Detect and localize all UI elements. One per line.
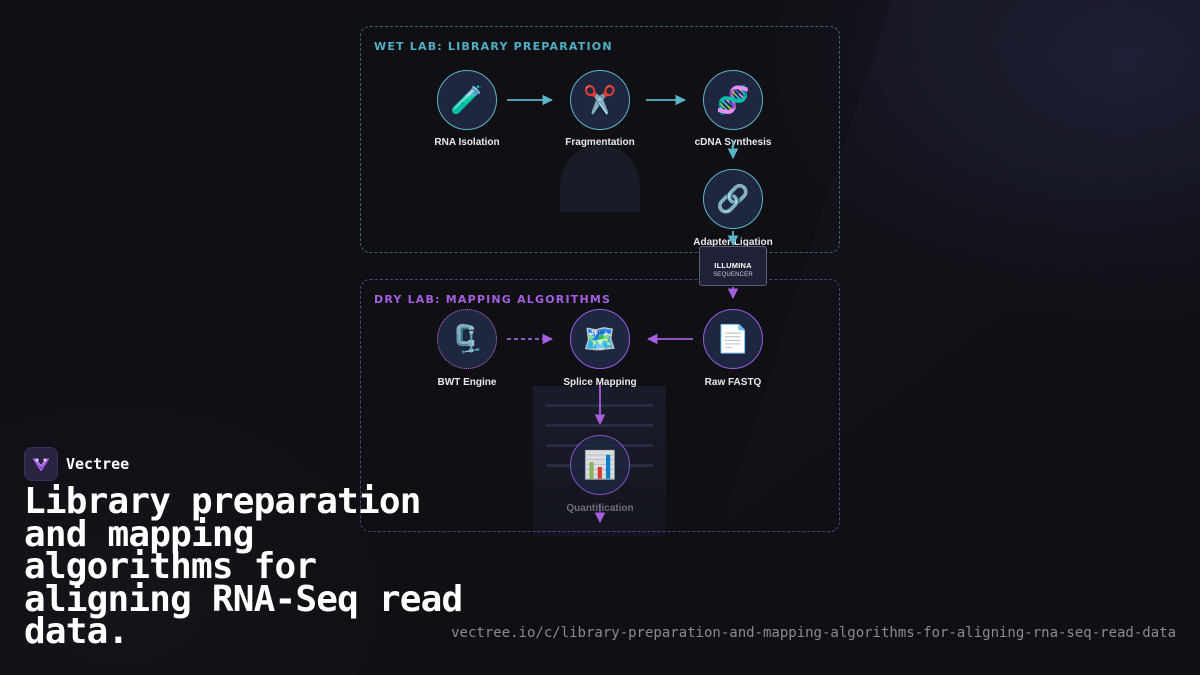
dry-lab-section: DRY LAB: MAPPING ALGORITHMS	[360, 279, 840, 532]
adapter-ligation-node: 🔗	[703, 169, 763, 229]
vectree-logo-icon	[24, 447, 58, 481]
rna-isolation-label: RNA Isolation	[434, 137, 500, 148]
brand: Vectree	[24, 447, 129, 481]
bwt-engine-label: BWT Engine	[437, 377, 497, 388]
dry-lab-title: DRY LAB: MAPPING ALGORITHMS	[374, 293, 612, 306]
background-silhouette	[560, 145, 640, 212]
page-url[interactable]: vectree.io/c/library-preparation-and-map…	[451, 625, 1176, 641]
cdna-synthesis-node: 🧬	[703, 70, 763, 130]
wet-lab-section: WET LAB: LIBRARY PREPARATION	[360, 26, 840, 253]
fragmentation-label: Fragmentation	[565, 137, 635, 148]
illumina-sequencer: ILLUMINA SEQUENCER	[699, 246, 767, 286]
dna-icon: 🧬	[716, 84, 750, 116]
brand-name: Vectree	[66, 455, 130, 473]
page-title: Library preparation and mapping algorith…	[24, 481, 463, 652]
map-icon: 🗺️	[583, 323, 617, 355]
bwt-engine-node: 🗜️	[437, 309, 497, 369]
splice-mapping-node: 🗺️	[570, 309, 630, 369]
test-tube-icon: 🧪	[450, 84, 484, 116]
sequencer-title: ILLUMINA	[714, 261, 752, 270]
wet-lab-title: WET LAB: LIBRARY PREPARATION	[374, 40, 613, 53]
rack-slot	[546, 424, 653, 427]
bar-chart-icon: 📊	[583, 449, 617, 481]
quantification-node: 📊	[570, 435, 630, 495]
raw-fastq-node: 📄	[703, 309, 763, 369]
sequencer-subtitle: SEQUENCER	[713, 272, 753, 278]
link-icon: 🔗	[716, 183, 750, 215]
splice-mapping-label: Splice Mapping	[563, 377, 637, 388]
fragmentation-node: ✂️	[570, 70, 630, 130]
document-icon: 📄	[716, 323, 750, 355]
clamp-icon: 🗜️	[450, 323, 484, 355]
scissors-icon: ✂️	[583, 84, 617, 116]
raw-fastq-label: Raw FASTQ	[704, 377, 762, 388]
rna-isolation-node: 🧪	[437, 70, 497, 130]
